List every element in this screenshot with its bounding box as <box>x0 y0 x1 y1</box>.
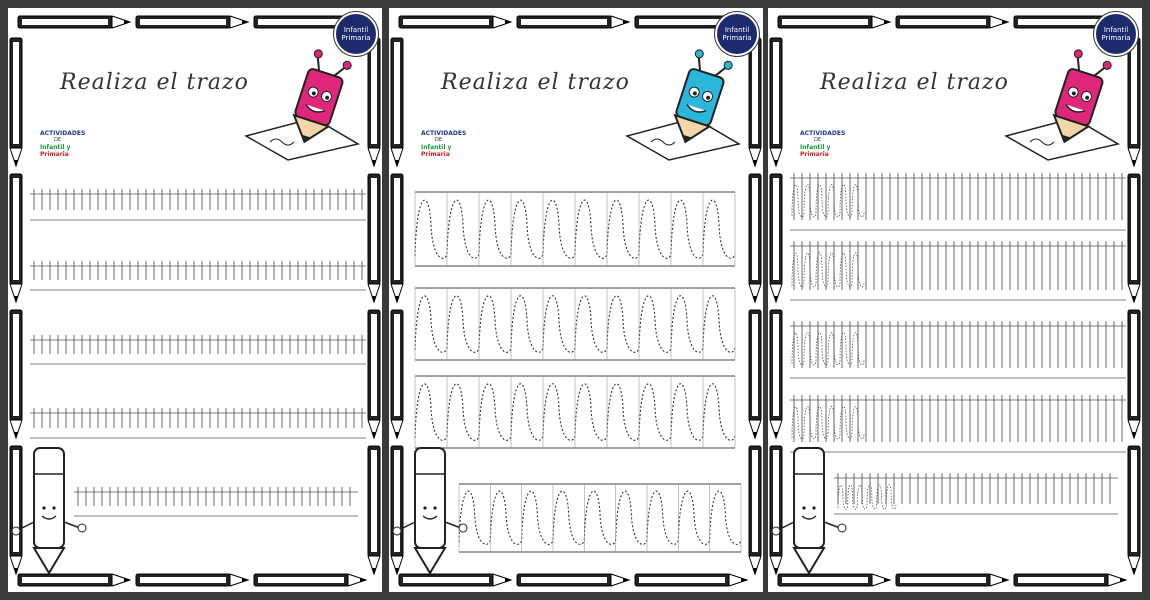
trace-row-3 <box>30 335 366 365</box>
pencil-border-icon <box>769 37 783 168</box>
pencil-border-icon <box>895 573 1010 587</box>
pencil-frame <box>390 15 762 587</box>
worksheet-title: Realiza el trazo <box>820 70 1009 95</box>
trace-row-1 <box>414 191 736 267</box>
pencil-border-icon <box>777 573 892 587</box>
pencil-mascot-icon <box>1004 49 1121 161</box>
logo-line-1: ACTIVIDADES <box>421 130 467 137</box>
pencil-border-icon <box>1127 445 1141 576</box>
logo-line-2: DE <box>435 137 443 143</box>
brand-seal-icon: Infantil Primaria <box>715 12 759 56</box>
trace-row-3 <box>414 375 736 449</box>
pencil-border-icon <box>398 573 513 587</box>
pencil-border-icon <box>516 15 631 29</box>
pencil-border-icon <box>769 309 783 440</box>
logo-line-1: ACTIVIDADES <box>800 130 846 137</box>
trace-row-2 <box>30 261 366 291</box>
logo-line-2: DE <box>54 137 62 143</box>
pencil-border-icon <box>748 309 762 440</box>
pencil-character-icon <box>11 447 87 575</box>
pencil-frame <box>9 15 381 587</box>
pencil-border-icon <box>390 445 404 576</box>
pencil-border-icon <box>895 15 1010 29</box>
logo-line-3: Infantil y Primaria <box>800 144 831 158</box>
trace-row-4 <box>790 395 1126 453</box>
trace-wave-guide-5 <box>837 484 897 510</box>
logo-line-3: Infantil y Primaria <box>40 144 71 158</box>
trace-row-1 <box>30 189 366 221</box>
seal-text: Infantil Primaria <box>341 26 371 42</box>
pencil-border-icon <box>748 445 762 576</box>
pencil-border-icon <box>748 173 762 304</box>
pencil-border-icon <box>9 173 23 304</box>
seal-text: Infantil Primaria <box>722 26 752 42</box>
pencil-border-icon <box>367 445 381 576</box>
pencil-border-icon <box>1127 309 1141 440</box>
pencil-border-icon <box>1013 573 1128 587</box>
pencil-border-icon <box>9 309 23 440</box>
trace-wave-guide-4 <box>791 406 865 440</box>
logo-line-2: DE <box>814 137 822 143</box>
trace-row-4 <box>458 483 742 553</box>
pencil-border-icon <box>398 15 513 29</box>
pencil-border-icon <box>253 573 368 587</box>
trace-row-2 <box>414 287 736 361</box>
trace-area <box>414 191 742 553</box>
pencil-border-icon <box>367 173 381 304</box>
pencil-character-icon <box>771 447 847 575</box>
pencil-border-icon <box>516 573 631 587</box>
pencil-border-icon <box>769 445 783 576</box>
pencil-border-icon <box>17 573 132 587</box>
seal-text: Infantil Primaria <box>1101 26 1131 42</box>
pencil-border-icon <box>367 37 381 168</box>
brand-seal-icon: Infantil Primaria <box>334 12 378 56</box>
worksheet-title: Realiza el trazo <box>441 70 630 95</box>
pencil-border-icon <box>1127 37 1141 168</box>
trace-wave-guide-2 <box>791 252 865 288</box>
trace-row-2 <box>790 241 1126 301</box>
pencil-border-icon <box>748 37 762 168</box>
pencil-border-icon <box>135 573 250 587</box>
pencil-border-icon <box>9 445 23 576</box>
logo-line-1: ACTIVIDADES <box>40 130 86 137</box>
trace-row-5 <box>74 487 358 517</box>
trace-row-5 <box>834 473 1118 515</box>
pencil-border-icon <box>135 15 250 29</box>
pencil-border-icon <box>390 173 404 304</box>
pencil-border-icon <box>390 309 404 440</box>
trace-area <box>30 189 366 517</box>
pencil-mascot-icon <box>244 49 361 161</box>
trace-wave-guide-3 <box>791 332 865 366</box>
pencil-character-icon <box>392 447 468 575</box>
trace-row-1 <box>790 173 1126 231</box>
brand-seal-icon: Infantil Primaria <box>1094 12 1138 56</box>
pencil-mascot-icon <box>625 49 742 161</box>
pencil-border-icon <box>17 15 132 29</box>
pencil-border-icon <box>777 15 892 29</box>
worksheet-title: Realiza el trazo <box>60 70 249 95</box>
logo-line-3: Infantil y Primaria <box>421 144 452 158</box>
trace-row-4 <box>30 408 366 439</box>
pencil-border-icon <box>367 309 381 440</box>
pencil-border-icon <box>769 173 783 304</box>
pencil-border-icon <box>1127 173 1141 304</box>
pencil-border-icon <box>9 37 23 168</box>
pencil-frame <box>769 15 1141 587</box>
trace-area <box>790 173 1126 515</box>
trace-wave-guide-1 <box>791 184 865 218</box>
trace-row-3 <box>790 321 1126 379</box>
pencil-border-icon <box>390 37 404 168</box>
pencil-border-icon <box>634 573 749 587</box>
